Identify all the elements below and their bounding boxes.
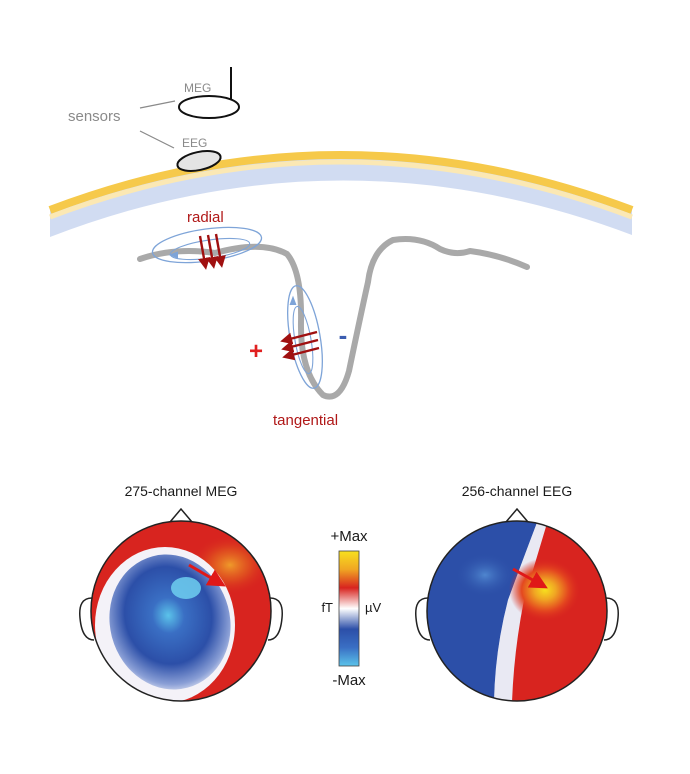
colorbar-right-unit: µV bbox=[365, 600, 381, 615]
eeg-topomap-title: 256-channel EEG bbox=[462, 483, 573, 499]
tangential-label: tangential bbox=[273, 412, 338, 429]
tangential-field-loop-outer bbox=[281, 283, 329, 391]
colorbar bbox=[339, 551, 359, 666]
sensors-leader-eeg bbox=[140, 131, 174, 148]
sensors-label: sensors bbox=[68, 108, 121, 125]
scalp-layer bbox=[50, 155, 632, 237]
meg-nose bbox=[170, 509, 192, 522]
sensors-leader-meg bbox=[140, 101, 175, 108]
eeg-topomap bbox=[416, 509, 619, 702]
tangential-field-arrow bbox=[290, 297, 296, 305]
meg-sensor-label: MEG bbox=[184, 81, 211, 95]
meg-topomap-title: 275-channel MEG bbox=[125, 483, 238, 499]
colorbar-max-label: +Max bbox=[330, 528, 368, 545]
colorbar-left-unit: fT bbox=[321, 600, 333, 615]
meg-sensor bbox=[179, 96, 239, 118]
colorbar-min-label: -Max bbox=[332, 672, 366, 689]
plus-sign: + bbox=[249, 338, 263, 365]
eeg-nose bbox=[506, 509, 528, 522]
meg-topomap bbox=[80, 509, 283, 703]
radial-label: radial bbox=[187, 209, 224, 226]
eeg-sensor-label: EEG bbox=[182, 136, 207, 150]
minus-sign: - bbox=[339, 320, 348, 350]
